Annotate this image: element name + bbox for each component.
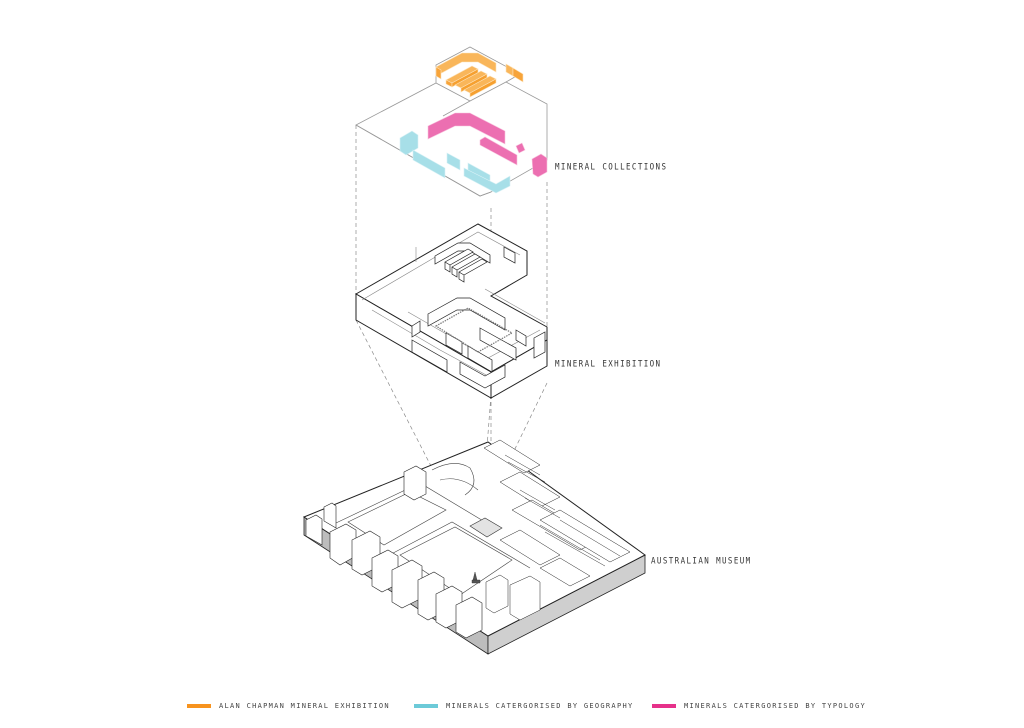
exhibition-layer xyxy=(354,223,548,399)
label-mineral-collections: MINERAL COLLECTIONS xyxy=(555,161,668,172)
blue-swatch-icon xyxy=(414,704,438,708)
collections-layer xyxy=(355,46,548,197)
orange-cabinets xyxy=(435,52,524,98)
blue-cabinets xyxy=(399,130,511,194)
legend-label: MINERALS CATERGORISED BY GEOGRAPHY xyxy=(446,702,634,710)
label-mineral-exhibition: MINERAL EXHIBITION xyxy=(555,358,662,369)
legend-item-geography: MINERALS CATERGORISED BY GEOGRAPHY xyxy=(414,700,634,712)
pink-swatch-icon xyxy=(652,704,676,708)
orange-swatch-icon xyxy=(187,704,211,708)
legend-label: ALAN CHAPMAN MINERAL EXHIBITION xyxy=(219,702,390,710)
legend-item-typology: MINERALS CATERGORISED BY TYPOLOGY xyxy=(652,700,866,712)
label-australian-museum: AUSTRALIAN MUSEUM xyxy=(651,555,752,566)
site-layer xyxy=(302,439,646,655)
pink-cabinets xyxy=(427,112,548,178)
legend-item-alan-chapman: ALAN CHAPMAN MINERAL EXHIBITION xyxy=(187,700,390,712)
legend-label: MINERALS CATERGORISED BY TYPOLOGY xyxy=(684,702,866,710)
